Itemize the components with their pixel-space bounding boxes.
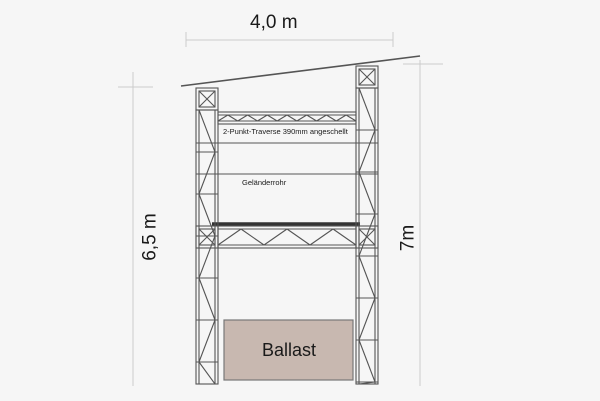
- right-tower-diagonal: [358, 213, 376, 257]
- upper-traverse-diagonal: [247, 114, 258, 122]
- right-height-label: 7m: [397, 224, 419, 252]
- main-traverse-diagonal: [286, 228, 311, 246]
- left-tower-diagonal: [198, 277, 216, 321]
- upper-traverse-diagonal: [237, 114, 248, 122]
- main-traverse-diagonal: [309, 228, 334, 246]
- upper-traverse-diagonal: [306, 114, 317, 122]
- truss-structure: [195, 65, 379, 385]
- right-tower-diagonal: [358, 255, 376, 299]
- main-traverse-diagonal: [332, 228, 357, 246]
- right-tower-diagonal: [358, 171, 376, 215]
- main-traverse-diagonal: [240, 228, 265, 246]
- upper-traverse-diagonal: [326, 114, 337, 122]
- left-height-label: 6,5 m: [139, 213, 161, 261]
- upper-traverse-diagonal: [286, 114, 298, 122]
- left-top-cube-inner: [198, 90, 216, 108]
- upper-traverse-diagonal: [316, 114, 327, 122]
- upper-traverse-diagonal: [227, 114, 239, 122]
- right-tower-diagonal: [358, 87, 376, 131]
- right-tower-diagonal: [358, 297, 376, 341]
- upper-traverse-diagonal: [296, 114, 308, 122]
- upper-traverse-diagonal: [217, 114, 229, 122]
- left-top-cube-cross-b: [198, 90, 216, 108]
- upper-traverse-diagonal: [276, 114, 288, 122]
- right-tower-diagonal: [358, 339, 376, 383]
- right-mid-cube-inner: [358, 228, 376, 246]
- left-tower-diagonal: [198, 193, 216, 237]
- upper-traverse-diagonal: [345, 114, 357, 122]
- right-mid-cube-cross-b: [358, 228, 376, 246]
- ballast-label: Ballast: [261, 340, 317, 360]
- right-top-cube-cross-b: [358, 68, 376, 86]
- traverse-annotation: 2-Punkt-Traverse 390mm angeschellt: [223, 127, 348, 136]
- upper-traverse-diagonal: [335, 114, 347, 122]
- upper-traverse-diagonal: [257, 114, 268, 122]
- railing-annotation: Geländerrohr: [242, 178, 287, 187]
- main-traverse-frame: [217, 225, 357, 249]
- ballast-block: [223, 319, 354, 381]
- left-tower-diagonal: [198, 361, 216, 385]
- main-traverse-diagonal: [217, 228, 242, 246]
- upper-traverse-frame: [217, 111, 357, 125]
- left-tower-diagonal: [198, 109, 216, 153]
- right-top-cube-inner: [358, 68, 376, 86]
- main-traverse-diagonal: [263, 228, 288, 246]
- left-tower-diagonal: [198, 151, 216, 195]
- left-tower-diagonal: [198, 319, 216, 363]
- dimension-lines: [118, 32, 443, 386]
- left-mid-cube-inner: [198, 228, 216, 246]
- roof-line: [180, 55, 421, 87]
- right-tower-diagonal: [358, 129, 376, 173]
- upper-traverse-diagonal: [266, 114, 278, 122]
- width-dimension-label: 4,0 m: [250, 12, 298, 33]
- left-mid-cube-cross-b: [198, 228, 216, 246]
